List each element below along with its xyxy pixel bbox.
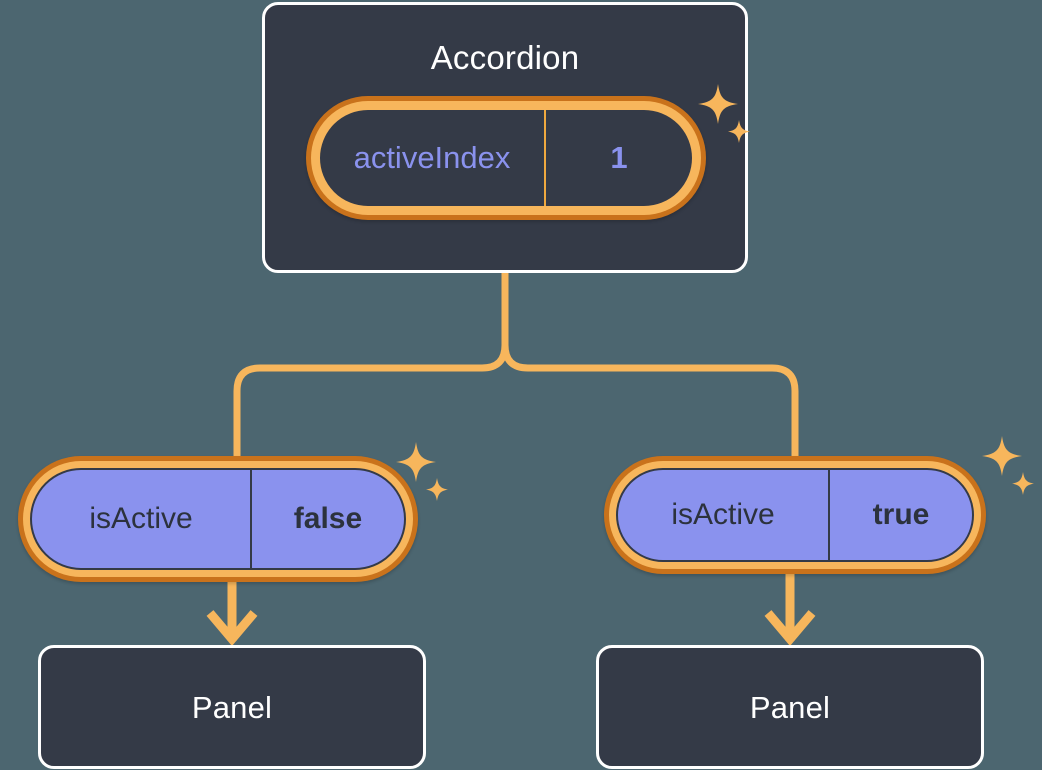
- connector-branch-left: [233, 344, 509, 458]
- state-pill-ring: activeIndex 1: [311, 101, 701, 215]
- connector-branch-right: [501, 344, 799, 458]
- state-value-label: false: [293, 502, 363, 535]
- accordion-title: Accordion: [430, 39, 580, 76]
- panel-component-card-left[interactable]: Panel: [38, 645, 426, 769]
- state-key-label: activeIndex: [320, 110, 546, 206]
- panel-title: Panel: [749, 690, 831, 725]
- state-pill-ring: isActive false: [23, 461, 413, 577]
- state-value-label: 1: [610, 140, 628, 175]
- state-pill-active-index[interactable]: activeIndex 1: [306, 96, 706, 220]
- arrow-head-left-icon: [206, 610, 258, 646]
- sparkle-large-icon: [396, 442, 436, 482]
- sparkle-small-icon: [426, 478, 448, 501]
- state-pill-body: activeIndex 1: [318, 108, 694, 208]
- state-pill-is-active-left[interactable]: isActive false: [18, 456, 418, 582]
- sparkle-small-icon: [1012, 472, 1034, 495]
- state-key-label: isActive: [618, 470, 830, 560]
- state-key-label: isActive: [32, 470, 252, 568]
- state-pill-body: isActive true: [616, 468, 974, 562]
- sparkle-group-right: [978, 434, 1038, 509]
- sparkle-large-icon: [982, 436, 1022, 476]
- state-pill-body: isActive false: [30, 468, 406, 570]
- state-pill-ring: isActive true: [609, 461, 981, 569]
- arrow-head-right-icon: [764, 610, 816, 646]
- panel-title: Panel: [191, 690, 273, 725]
- state-pill-is-active-right[interactable]: isActive true: [604, 456, 986, 574]
- state-value-label: true: [872, 498, 930, 531]
- panel-component-card-right[interactable]: Panel: [596, 645, 984, 769]
